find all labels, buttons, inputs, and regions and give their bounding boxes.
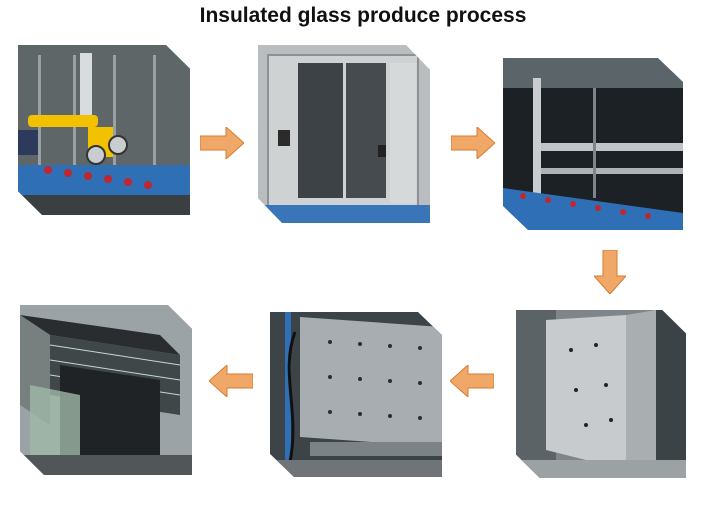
arrow-left-2-icon (209, 365, 253, 397)
photo-gas-filling (270, 312, 442, 477)
arrow-right-2-icon (451, 127, 495, 159)
photo-inspection-conveyor (503, 58, 683, 230)
photo-glass-loading (18, 45, 190, 215)
photo-finished-units (20, 305, 192, 475)
photo-assembling-press (516, 310, 686, 478)
arrow-right-1-icon (200, 127, 244, 159)
arrow-down-icon (594, 250, 626, 294)
page-title: Insulated glass produce process (199, 4, 527, 27)
photo-glass-washing (258, 45, 430, 223)
arrow-left-1-icon (450, 365, 494, 397)
